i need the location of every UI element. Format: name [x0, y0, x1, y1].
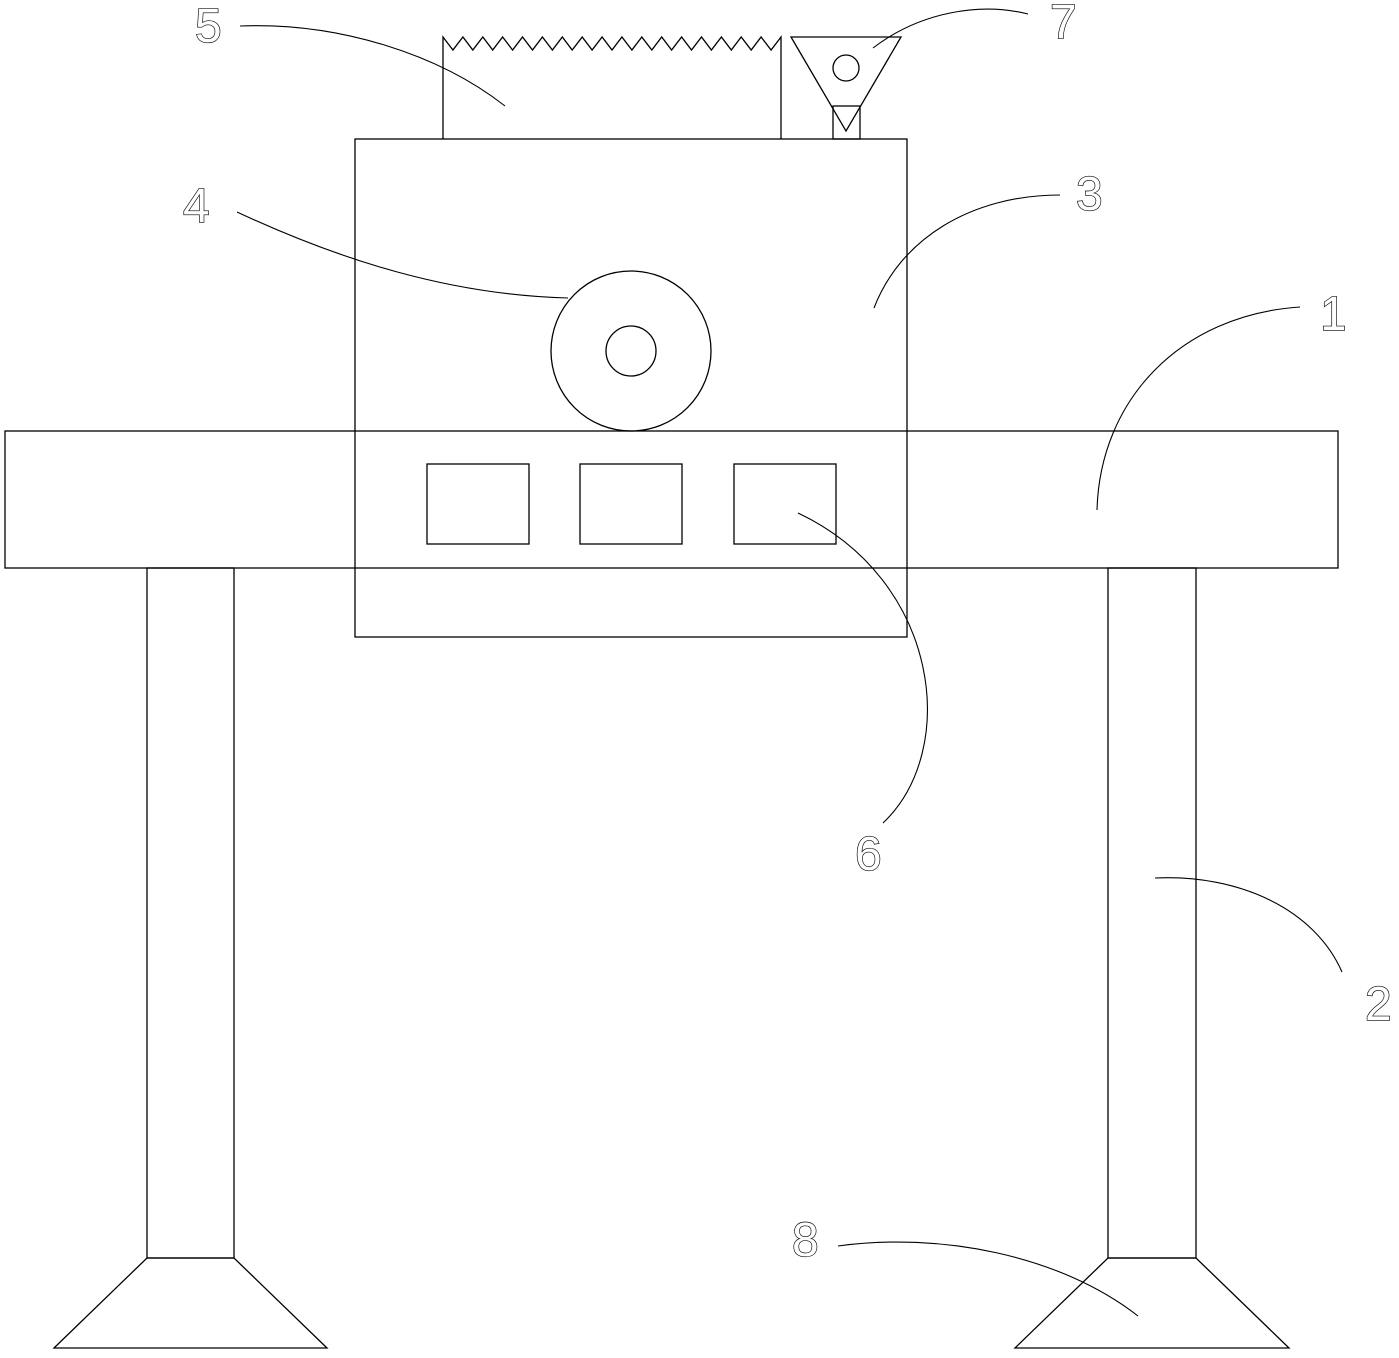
guide-post [832, 105, 861, 140]
control-button-1 [426, 463, 530, 545]
leader-line-8 [837, 1241, 1139, 1317]
wheel-hub [605, 325, 657, 377]
leader-line-7 [872, 8, 1029, 49]
housing-box [354, 138, 908, 638]
label-8: 8 [792, 1214, 819, 1267]
leader-line-5 [239, 25, 506, 107]
saw-blade [442, 35, 782, 139]
label-6: 6 [855, 828, 882, 881]
label-2: 2 [1365, 978, 1392, 1031]
label-1: 1 [1320, 288, 1347, 341]
label-4: 4 [183, 180, 210, 233]
leader-line-4 [236, 211, 569, 299]
label-3: 3 [1076, 168, 1103, 221]
guide-funnel [789, 36, 903, 133]
leader-line-6 [797, 512, 928, 824]
label-5: 5 [195, 0, 222, 53]
wheel-outer [550, 270, 712, 432]
leader-line-2 [1154, 877, 1343, 973]
right-foot [1013, 1257, 1291, 1349]
right-leg [1107, 567, 1197, 1259]
guide-roller [832, 54, 860, 82]
control-button-2 [579, 463, 683, 545]
leader-line-1 [1096, 306, 1301, 511]
workbench-top [4, 430, 1339, 569]
control-button-3 [733, 463, 837, 545]
left-foot [52, 1257, 329, 1349]
leader-line-3 [873, 194, 1061, 309]
label-7: 7 [1050, 0, 1077, 49]
left-leg [146, 567, 235, 1259]
